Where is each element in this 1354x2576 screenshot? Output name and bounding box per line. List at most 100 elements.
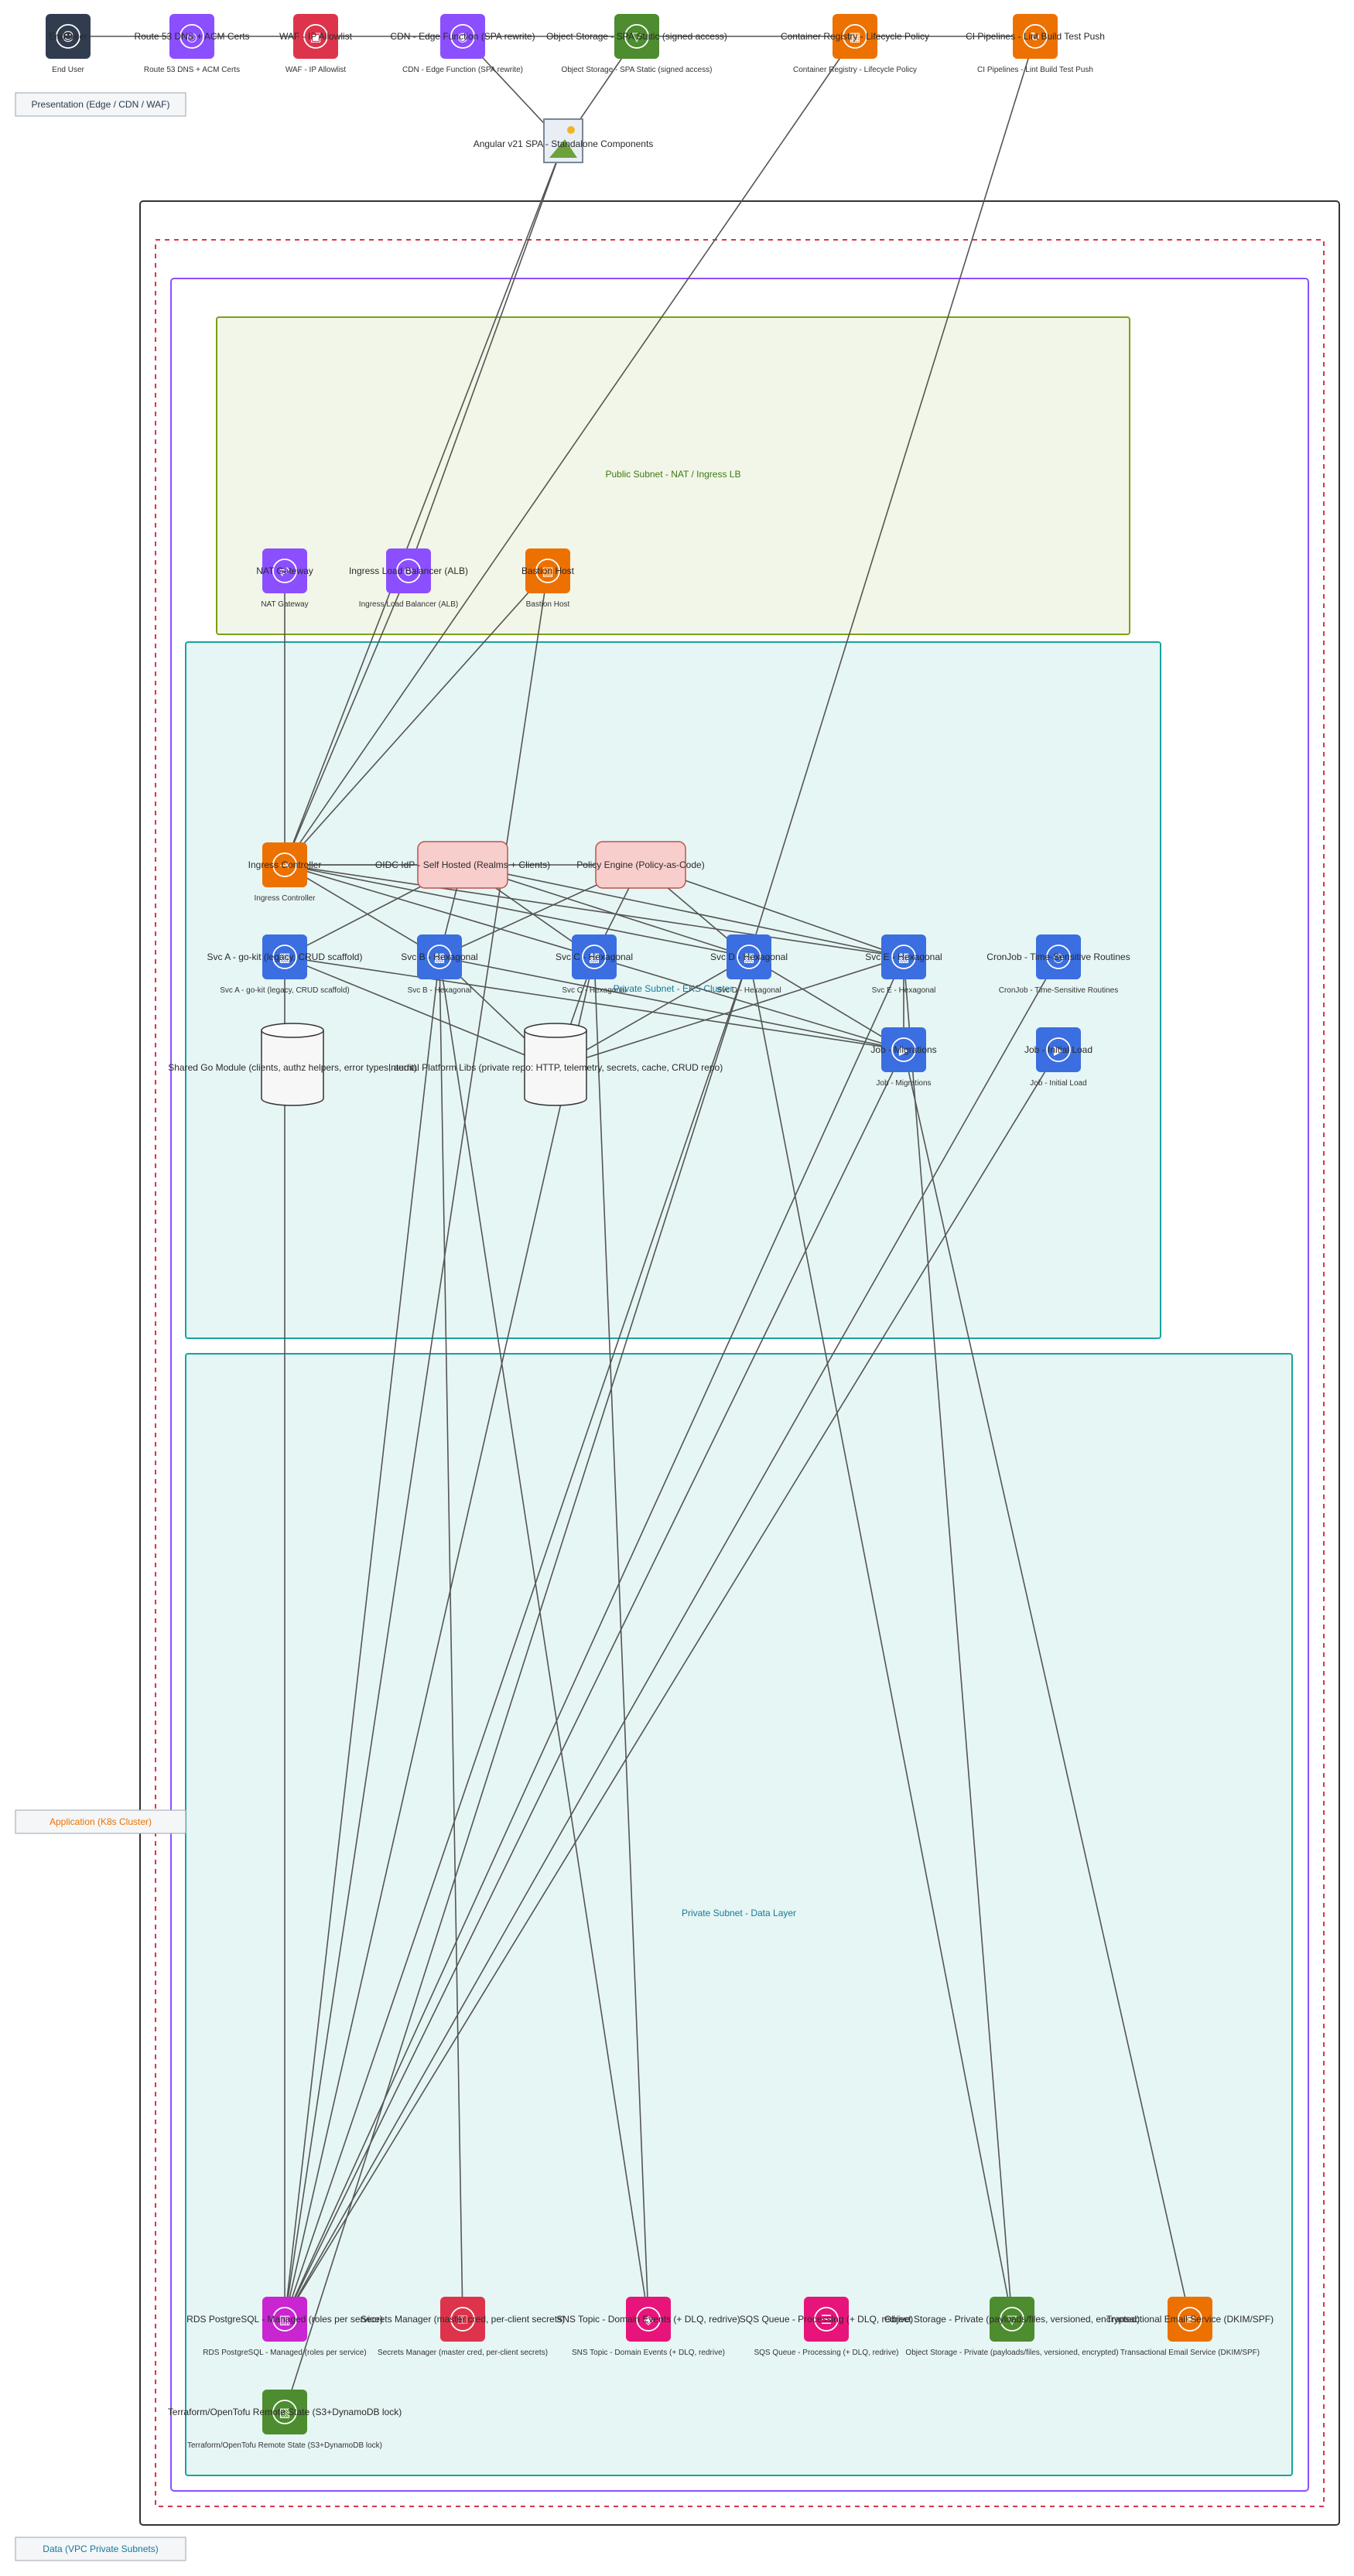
node-secrets-tile	[440, 2297, 485, 2342]
private-eks-group	[185, 641, 1161, 1339]
node-objstatic-tile	[614, 14, 659, 59]
node-ingress-tile	[262, 842, 307, 887]
node-svcb-caption: Svc B - Hexagonal	[408, 986, 472, 995]
node-sns[interactable]: ◈SNS Topic - Domain Events (+ DLQ, redri…	[556, 2297, 740, 2357]
node-svca[interactable]: ▩Svc A - go-kit (legacy, CRUD scaffold)S…	[207, 934, 363, 995]
image-icon	[543, 118, 583, 163]
edge-ingress-svcd	[284, 864, 751, 960]
container-icon-ring	[582, 945, 607, 969]
bucket-icon: ▽	[1000, 2307, 1024, 2332]
node-sharedgo[interactable]: Shared Go Module (clients, authz helpers…	[168, 1023, 417, 1106]
node-cron[interactable]: ◷CronJob - Time-Sensitive RoutinesCronJo…	[986, 934, 1130, 995]
node-alb[interactable]: ⊕Ingress Load Balancer (ALB)Ingress Load…	[349, 548, 468, 609]
node-nat-caption: NAT Gateway	[261, 600, 308, 609]
node-objstatic-caption: Object Storage - SPA Static (signed acce…	[562, 66, 713, 74]
node-alb-label: Ingress Load Balancer (ALB)	[349, 565, 468, 576]
container-icon-ring	[891, 945, 916, 969]
node-secrets-caption: Secrets Manager (master cred, per-client…	[378, 2349, 548, 2357]
node-policy-label: Policy Engine (Policy-as-Code)	[576, 859, 704, 870]
image-icon-sun	[567, 126, 575, 134]
vpc-frame	[170, 278, 1309, 2492]
node-cdn-label: CDN - Edge Function (SPA rewrite)	[390, 31, 535, 42]
node-spa[interactable]: Angular v21 SPA - Standalone Components	[474, 118, 654, 163]
node-migr-tile	[881, 1027, 926, 1072]
layer-application-box	[15, 1809, 186, 1834]
cdn-icon-glyph: ◉	[457, 29, 468, 44]
node-secrets-label: Secrets Manager (master cred, per-client…	[361, 2314, 565, 2325]
key-icon-glyph: ⚿	[458, 2312, 467, 2327]
node-sharedgo-top	[261, 1023, 324, 1038]
node-objpriv[interactable]: ▽ Object Storage - Private (payloads/file…	[884, 2297, 1140, 2357]
node-secrets[interactable]: ⚿Secrets Manager (master cred, per-clien…	[361, 2297, 565, 2357]
user-icon-glyph: ☺	[62, 29, 75, 44]
edge-svcd-oidc	[461, 863, 750, 958]
node-tfstate[interactable]: ▧Terraform/OpenTofu Remote State (S3+Dyn…	[168, 2390, 402, 2450]
node-migr-label: Job - Migrations	[870, 1044, 936, 1055]
node-email[interactable]: ✉Transactional Email Service (DKIM/SPF)T…	[1106, 2297, 1274, 2357]
node-initload-label: Job - Initial Load	[1024, 1044, 1092, 1055]
node-rds-caption: RDS PostgreSQL - Managed (roles per serv…	[203, 2349, 366, 2357]
node-cron-tile	[1036, 934, 1081, 979]
node-policy[interactable]: Policy Engine (Policy-as-Code)	[576, 841, 705, 889]
container-icon: ▩	[737, 945, 761, 969]
edge-svcb-migr	[439, 956, 905, 1053]
nat-icon-glyph: ⇄	[279, 564, 289, 579]
firewall-icon-glyph: ▣	[309, 29, 321, 44]
container-icon: ▩	[582, 945, 607, 969]
node-sharedgo-label: Shared Go Module (clients, authz helpers…	[168, 1062, 417, 1073]
node-ci-tile	[1013, 14, 1058, 59]
node-oidc[interactable]: OIDC IdP - Self Hosted (Realms + Clients…	[375, 841, 550, 889]
node-objstatic-label: Object Storage - SPA Static (signed acce…	[546, 31, 727, 42]
bucket-icon-glyph: ▽	[1007, 2312, 1017, 2327]
node-email-label: Transactional Email Service (DKIM/SPF)	[1106, 2314, 1274, 2325]
node-sqs[interactable]: ☰SQS Queue - Processing (+ DLQ, redrive)…	[740, 2297, 913, 2357]
node-svcc-label: Svc C - Hexagonal	[556, 951, 633, 962]
node-oidc-box	[417, 841, 508, 889]
node-platlibs-top	[524, 1023, 587, 1038]
node-objpriv-caption: Object Storage - Private (payloads/files…	[905, 2349, 1118, 2357]
node-rds[interactable]: ▥RDS PostgreSQL - Managed (roles per ser…	[186, 2297, 383, 2357]
node-cdn[interactable]: ◉CDN - Edge Function (SPA rewrite)CDN - …	[390, 14, 535, 74]
private-data-label: Private Subnet - Data Layer	[682, 1908, 796, 1918]
node-platlibs-label: Internal Platform Libs (private repo: HT…	[388, 1062, 723, 1073]
node-initload-tile	[1036, 1027, 1081, 1072]
node-platlibs[interactable]: Internal Platform Libs (private repo: HT…	[388, 1023, 723, 1106]
topic-icon-glyph: ◈	[644, 2312, 654, 2327]
ingress-icon-ring	[272, 852, 297, 877]
server-icon: ▤	[535, 559, 560, 583]
edge-ingress-svcb	[284, 864, 440, 958]
layer-presentation-label: Presentation (Edge / CDN / WAF)	[32, 99, 170, 110]
node-cdn-tile	[440, 14, 485, 59]
node-waf-caption: WAF - IP Allowlist	[286, 66, 347, 74]
pipeline-icon-ring	[1023, 24, 1048, 49]
clock-icon-ring	[1046, 945, 1071, 969]
node-cron-caption: CronJob - Time-Sensitive Routines	[999, 986, 1119, 995]
container-icon-glyph: ▩	[743, 950, 754, 965]
edge-svce-rds	[284, 956, 904, 2321]
firewall-icon: ▣	[303, 24, 328, 49]
edge-bastion-ingress	[284, 570, 549, 866]
node-objstatic[interactable]: ▽Object Storage - SPA Static (signed acc…	[546, 14, 727, 74]
node-svce-tile	[881, 934, 926, 979]
firewall-icon-ring	[303, 24, 328, 49]
bucket-icon-ring	[624, 24, 649, 49]
edge-migr-email	[903, 1049, 1193, 2321]
node-ci-label: CI Pipelines - Lint Build Test Push	[966, 31, 1105, 42]
node-registry[interactable]: ▦Container Registry - Lifecycle PolicyCo…	[781, 14, 929, 74]
node-svcd-tile	[727, 934, 771, 979]
node-svce-label: Svc E - Hexagonal	[865, 951, 942, 962]
